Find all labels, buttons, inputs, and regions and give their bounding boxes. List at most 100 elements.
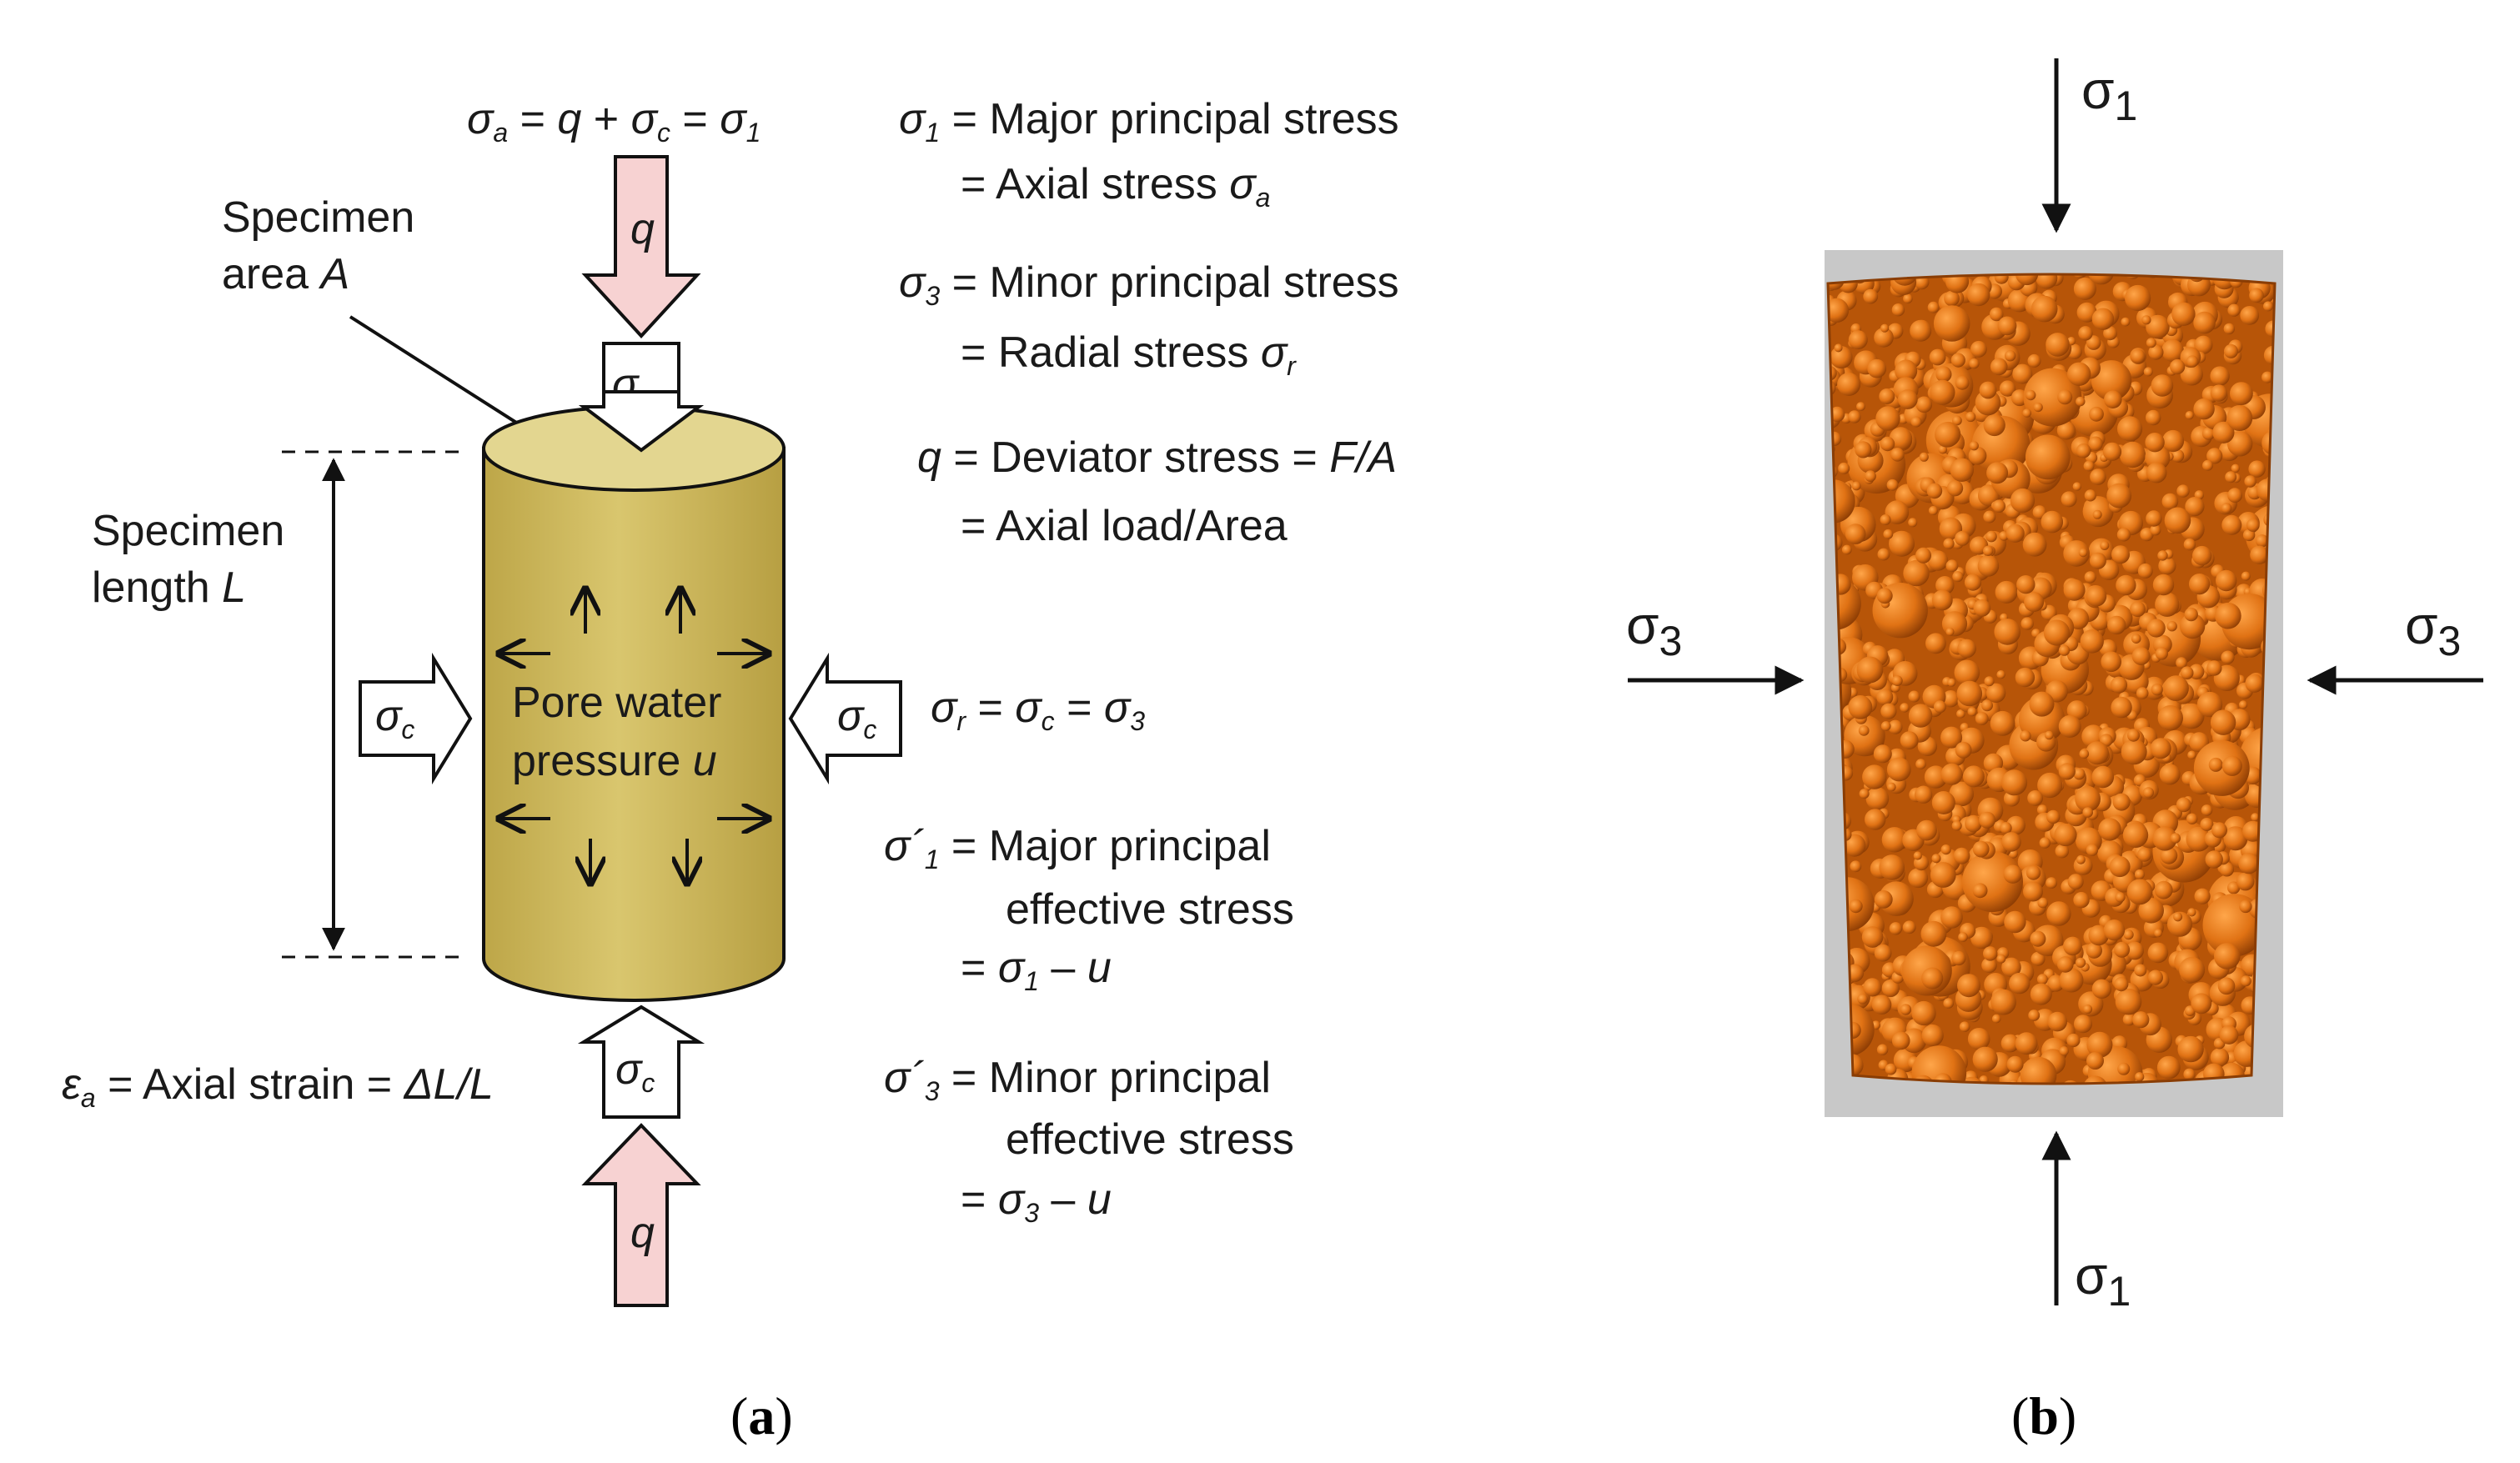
particle	[1890, 448, 1905, 462]
particle	[2046, 877, 2058, 889]
particle	[2126, 879, 2153, 905]
particle	[2155, 647, 2168, 660]
particle	[2208, 757, 2223, 772]
particle	[1910, 319, 1932, 342]
particle	[1848, 330, 1868, 350]
particle	[1992, 499, 2005, 513]
def-q: q = Deviator stress = F/A	[917, 433, 1397, 482]
particle	[2116, 574, 2136, 596]
particle	[2082, 807, 2093, 818]
particle	[1951, 820, 1962, 831]
panel-b: σ1 σ1 σ3 σ3 (b)	[1626, 58, 2483, 1445]
particle	[2073, 892, 2090, 909]
particle	[1940, 844, 1951, 855]
particle	[2130, 601, 2146, 618]
svg-text:q: q	[630, 1209, 655, 1257]
particle	[2157, 705, 2183, 731]
particle	[2236, 872, 2255, 891]
particle	[1856, 402, 1865, 411]
particle	[1931, 854, 1941, 864]
particle	[2210, 384, 2228, 402]
particle	[1908, 868, 1929, 889]
particle	[2154, 880, 2173, 899]
particle	[2000, 1034, 2020, 1053]
particle	[2147, 942, 2169, 964]
particle	[1891, 303, 1905, 317]
particle	[1841, 544, 1852, 555]
particle	[1990, 358, 2008, 376]
particle	[1859, 789, 1870, 799]
particle	[1975, 389, 2001, 416]
particle	[2178, 703, 2205, 729]
specimen-length-label: Specimen	[92, 507, 284, 555]
particle	[2255, 534, 2269, 548]
particle	[2214, 943, 2241, 969]
particle	[2086, 1031, 2113, 1058]
particle	[2067, 362, 2091, 386]
particle	[2185, 497, 2205, 517]
particle	[1927, 301, 1940, 313]
particle	[2251, 813, 2260, 822]
particle	[2176, 797, 2191, 813]
particle	[2217, 977, 2236, 995]
def-sigma3-line2: = Radial stress σr	[961, 328, 1297, 381]
particle	[2059, 1046, 2069, 1056]
particle	[2239, 700, 2248, 709]
sigma1-top-label: σ1	[2081, 60, 2137, 129]
particle	[2074, 1015, 2092, 1034]
particle	[1970, 926, 1993, 949]
pore-pressure-arrows	[499, 589, 769, 884]
particle	[1925, 633, 1946, 654]
particle	[1997, 316, 2017, 336]
particle	[2193, 398, 2215, 420]
particle	[1955, 375, 1970, 390]
particle	[2196, 691, 2223, 718]
particle	[1984, 676, 1995, 687]
particle	[1945, 559, 1959, 573]
particle	[2022, 408, 2031, 418]
particle	[1885, 1063, 1897, 1075]
particle	[2047, 1011, 2067, 1032]
particle	[2123, 929, 2134, 940]
particle	[2142, 787, 2154, 799]
particle	[2227, 488, 2243, 504]
particle	[2206, 660, 2222, 676]
def-sigma3: σ3 = Minor principal stress	[899, 258, 1399, 311]
particle	[1950, 353, 1965, 368]
particle	[2223, 826, 2248, 851]
particle	[1863, 978, 1882, 997]
particle	[1887, 782, 1896, 792]
particle	[2058, 763, 2076, 780]
particle	[1990, 989, 2016, 1015]
particle	[1881, 827, 1908, 853]
particle	[1950, 458, 1974, 482]
particle	[2058, 644, 2071, 656]
particle	[2239, 899, 2252, 914]
particle	[1880, 323, 1890, 333]
particle	[1915, 759, 1926, 769]
particle	[1886, 478, 1899, 491]
particle	[2201, 427, 2216, 440]
particle	[2150, 738, 2171, 759]
particle	[2016, 575, 2036, 594]
particle	[1902, 920, 1916, 934]
particle	[2073, 277, 2096, 300]
particle	[2202, 459, 2213, 471]
particle	[2091, 308, 2115, 330]
particle	[2216, 569, 2237, 592]
particle	[2245, 674, 2264, 693]
left-confining-arrow: σc	[359, 652, 473, 785]
particle	[2086, 335, 2101, 350]
particle	[1945, 627, 1955, 636]
particle	[2000, 822, 2012, 834]
particle	[1940, 726, 1963, 749]
particle	[1900, 703, 1910, 713]
particle	[2180, 666, 2194, 679]
particle	[2104, 390, 2122, 409]
particle	[2194, 888, 2211, 904]
particle	[1848, 695, 1873, 719]
particle	[2076, 396, 2086, 407]
particle	[2186, 813, 2198, 824]
particle	[2084, 571, 2096, 584]
particle	[2121, 317, 2131, 327]
